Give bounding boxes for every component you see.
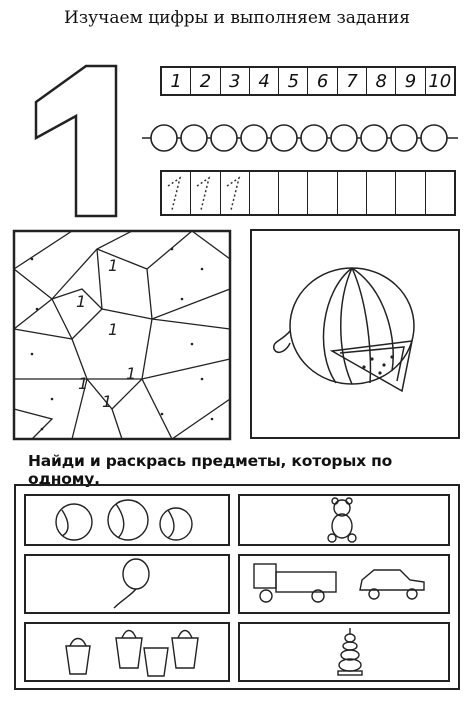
number-cell: 3 (221, 68, 250, 94)
number-cell: 7 (338, 68, 368, 94)
trace-cell[interactable] (367, 172, 397, 214)
items-grid (14, 484, 460, 690)
trace-cell[interactable] (191, 172, 221, 214)
mosaic-digit: 1 (126, 364, 136, 383)
bead (240, 124, 268, 152)
number-cell: 6 (308, 68, 338, 94)
tracing-row (160, 170, 456, 216)
task-heading: Найди и раскрась предметы, которых по од… (28, 452, 393, 488)
trace-cell[interactable] (250, 172, 280, 214)
trace-cell[interactable] (396, 172, 426, 214)
bead (330, 124, 358, 152)
trace-cell[interactable] (162, 172, 192, 214)
trace-cell[interactable] (279, 172, 309, 214)
balls-icon (55, 499, 193, 541)
bead (300, 124, 328, 152)
mosaic-digit: 1 (102, 392, 112, 411)
cell-pyramid (238, 622, 450, 682)
number-cell: 10 (428, 70, 452, 92)
bead (270, 124, 298, 152)
mosaic-digit: 1 (76, 292, 86, 311)
trace-cell[interactable] (426, 172, 454, 214)
stacking-pyramid-icon (337, 628, 363, 676)
bead (360, 124, 388, 152)
truck-and-car-icon (253, 563, 425, 603)
bead (150, 124, 178, 152)
watermelon-icon (273, 267, 415, 393)
buckets-icon (65, 629, 199, 677)
bead (210, 124, 238, 152)
number-cell: 1 (162, 68, 192, 94)
number-cell: 2 (191, 68, 221, 94)
page-title: Изучаем цифры и выполняем задания (64, 8, 410, 28)
number-cell: 9 (396, 68, 426, 94)
cell-teddy (238, 494, 450, 546)
number-cell: 5 (279, 68, 309, 94)
bead (420, 124, 448, 152)
big-digit-one (34, 64, 118, 218)
watermelon-picture (250, 229, 460, 439)
cell-buckets (24, 622, 230, 682)
mosaic-digit: 1 (108, 320, 118, 339)
bead-string (142, 124, 458, 152)
cell-balls (24, 494, 230, 546)
color-by-number-mosaic: 1 1 1 1 1 1 (12, 229, 232, 441)
trace-cell[interactable] (221, 172, 250, 214)
cell-balloon (24, 554, 230, 614)
number-cell: 4 (250, 68, 280, 94)
bead (390, 124, 418, 152)
trace-cell[interactable] (338, 172, 368, 214)
number-cell: 8 (367, 68, 397, 94)
mosaic-digit: 1 (78, 374, 88, 393)
mosaic-digit: 1 (108, 256, 118, 275)
trace-cell[interactable] (308, 172, 338, 214)
bead (180, 124, 208, 152)
teddy-bear-icon (327, 497, 357, 543)
cell-vehicles (238, 554, 450, 614)
balloon-icon (113, 558, 150, 609)
